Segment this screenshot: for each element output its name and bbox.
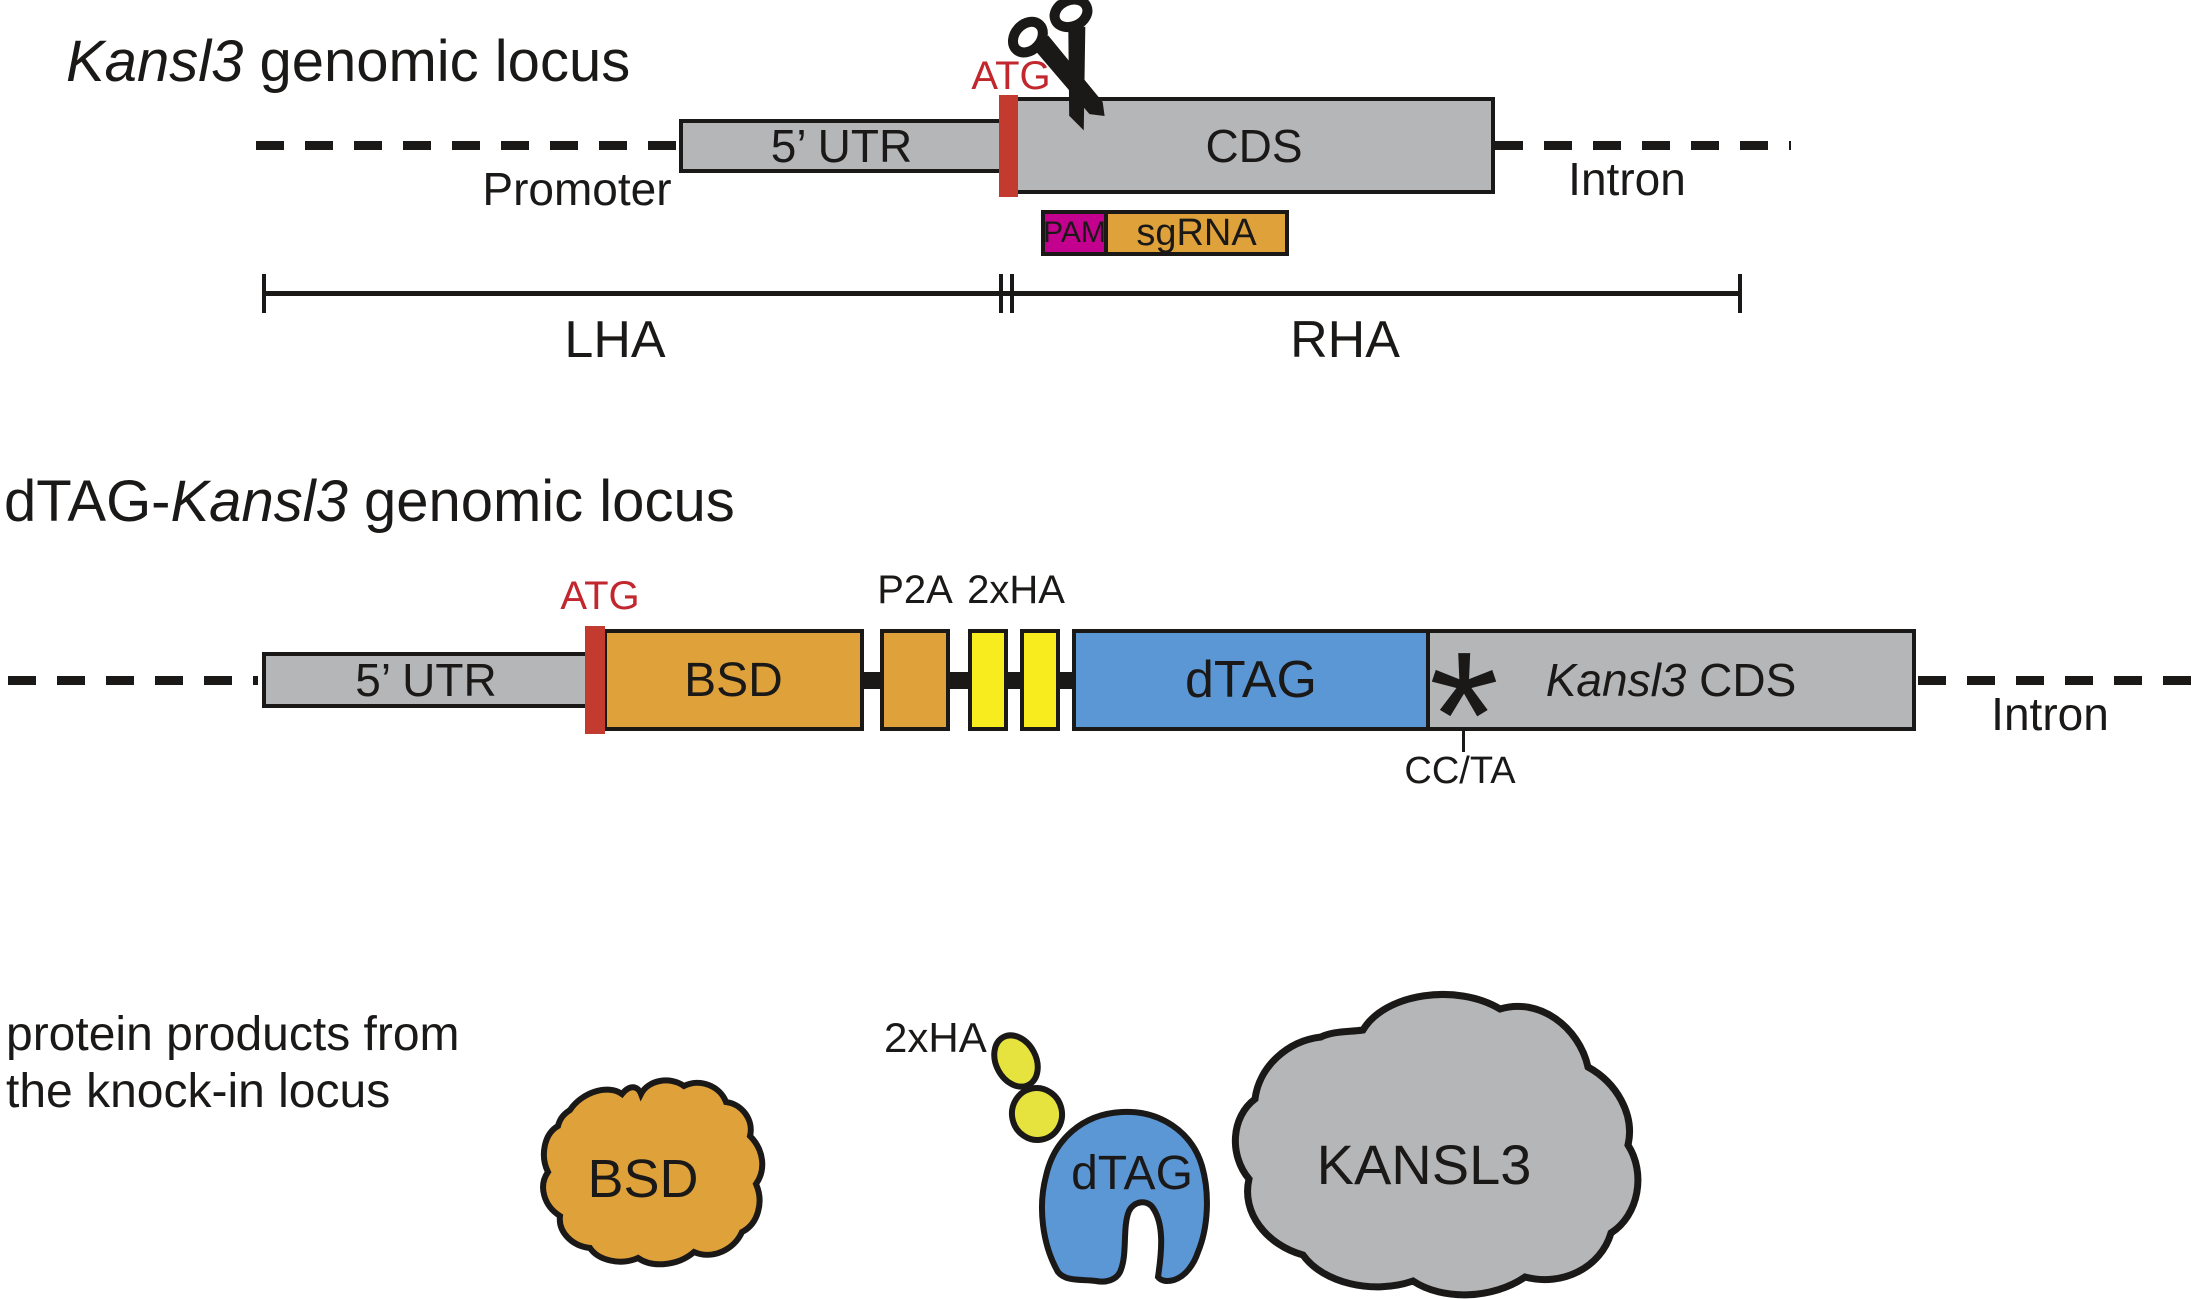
dtag-label: dTAG <box>1185 651 1317 709</box>
kansl3-cds-box: Kansl3 CDS <box>1426 629 1916 731</box>
mutation-label: CC/TA <box>1404 750 1516 792</box>
locus1-title: Kansl3 genomic locus <box>66 28 630 95</box>
locus2-title: dTAG-Kansl3 genomic locus <box>4 468 735 535</box>
ha-label-locus2: 2xHA <box>967 568 1065 612</box>
scissors-icon <box>1007 0 1105 131</box>
atg-label-locus1: ATG <box>971 54 1051 98</box>
bsd-label: BSD <box>684 653 783 707</box>
ha-tag-box-1 <box>968 629 1008 731</box>
ha-tag-box-2 <box>1020 629 1060 731</box>
promoter-label: Promoter <box>482 163 672 215</box>
lha-label: LHA <box>564 311 666 369</box>
utr-label-locus2: 5’ UTR <box>355 654 497 706</box>
kansl3-cds-gene: Kansl3 <box>1545 654 1687 706</box>
utr-box-locus1: 5’ UTR <box>679 119 1004 173</box>
locus1-title-gene: Kansl3 <box>66 29 244 94</box>
locus1-title-rest: genomic locus <box>243 29 631 94</box>
homology-arm-bracket-line <box>264 291 1742 296</box>
genomic-dna-dash-left-locus2 <box>8 676 258 685</box>
locus2-title-prefix: dTAG- <box>4 469 171 534</box>
kansl3-cds-label: Kansl3 CDS <box>1546 653 1797 707</box>
atg-start-marker-locus1 <box>999 95 1018 197</box>
p2a-label: P2A <box>877 568 953 612</box>
pam-label: PAM <box>1043 216 1106 249</box>
bracket-tick-right <box>1738 274 1742 313</box>
genomic-dna-dash-left-locus1 <box>256 141 683 150</box>
dtag-protein-blob <box>1039 1108 1210 1285</box>
utr-label-locus1: 5’ UTR <box>770 120 913 172</box>
sgrna-label: sgRNA <box>1136 211 1257 254</box>
rha-label: RHA <box>1290 311 1400 369</box>
cassette-connector <box>860 672 886 689</box>
ha-tag-label: 2xHA <box>884 1014 987 1061</box>
bsd-protein-blob <box>540 1077 766 1268</box>
pam-box: PAM <box>1041 210 1108 256</box>
kansl3-protein-label: KANSL3 <box>1316 1133 1532 1196</box>
cassette-connector <box>946 672 974 689</box>
bracket-tick-cut-2 <box>1010 274 1014 313</box>
intron-label-locus2: Intron <box>1991 688 2109 740</box>
locus2-title-rest: genomic locus <box>347 469 735 534</box>
bracket-tick-left <box>262 274 266 313</box>
stop-asterisk: * <box>1428 615 1500 816</box>
cds-label-locus1: CDS <box>1205 119 1303 172</box>
kansl3-protein-blob <box>1232 990 1642 1299</box>
intron-label-locus1: Intron <box>1568 153 1686 205</box>
dtag-box: dTAG <box>1072 629 1430 731</box>
genomic-dna-dash-right-locus2 <box>1918 676 2208 685</box>
protein-caption-line2: the knock-in locus <box>6 1065 391 1118</box>
bsd-protein-label: BSD <box>587 1149 699 1209</box>
utr-box-locus2: 5’ UTR <box>262 652 590 708</box>
locus2-title-gene: Kansl3 <box>170 469 348 534</box>
genomic-dna-dash-right-locus1 <box>1495 141 1791 150</box>
sgrna-box: sgRNA <box>1104 210 1289 256</box>
protein-caption-line1: protein products from <box>6 1008 460 1061</box>
atg-start-marker-locus2 <box>585 626 605 734</box>
dtag-protein-label: dTAG <box>1071 1147 1193 1200</box>
atg-label-locus2: ATG <box>560 574 640 618</box>
ha-tag-blob <box>991 1032 1066 1143</box>
kansl3-cds-rest: CDS <box>1686 654 1797 706</box>
protein-caption: protein products from the knock-in locus <box>6 1006 460 1120</box>
p2a-box <box>880 629 950 731</box>
bracket-tick-cut-1 <box>999 274 1003 313</box>
bsd-box: BSD <box>603 629 864 731</box>
